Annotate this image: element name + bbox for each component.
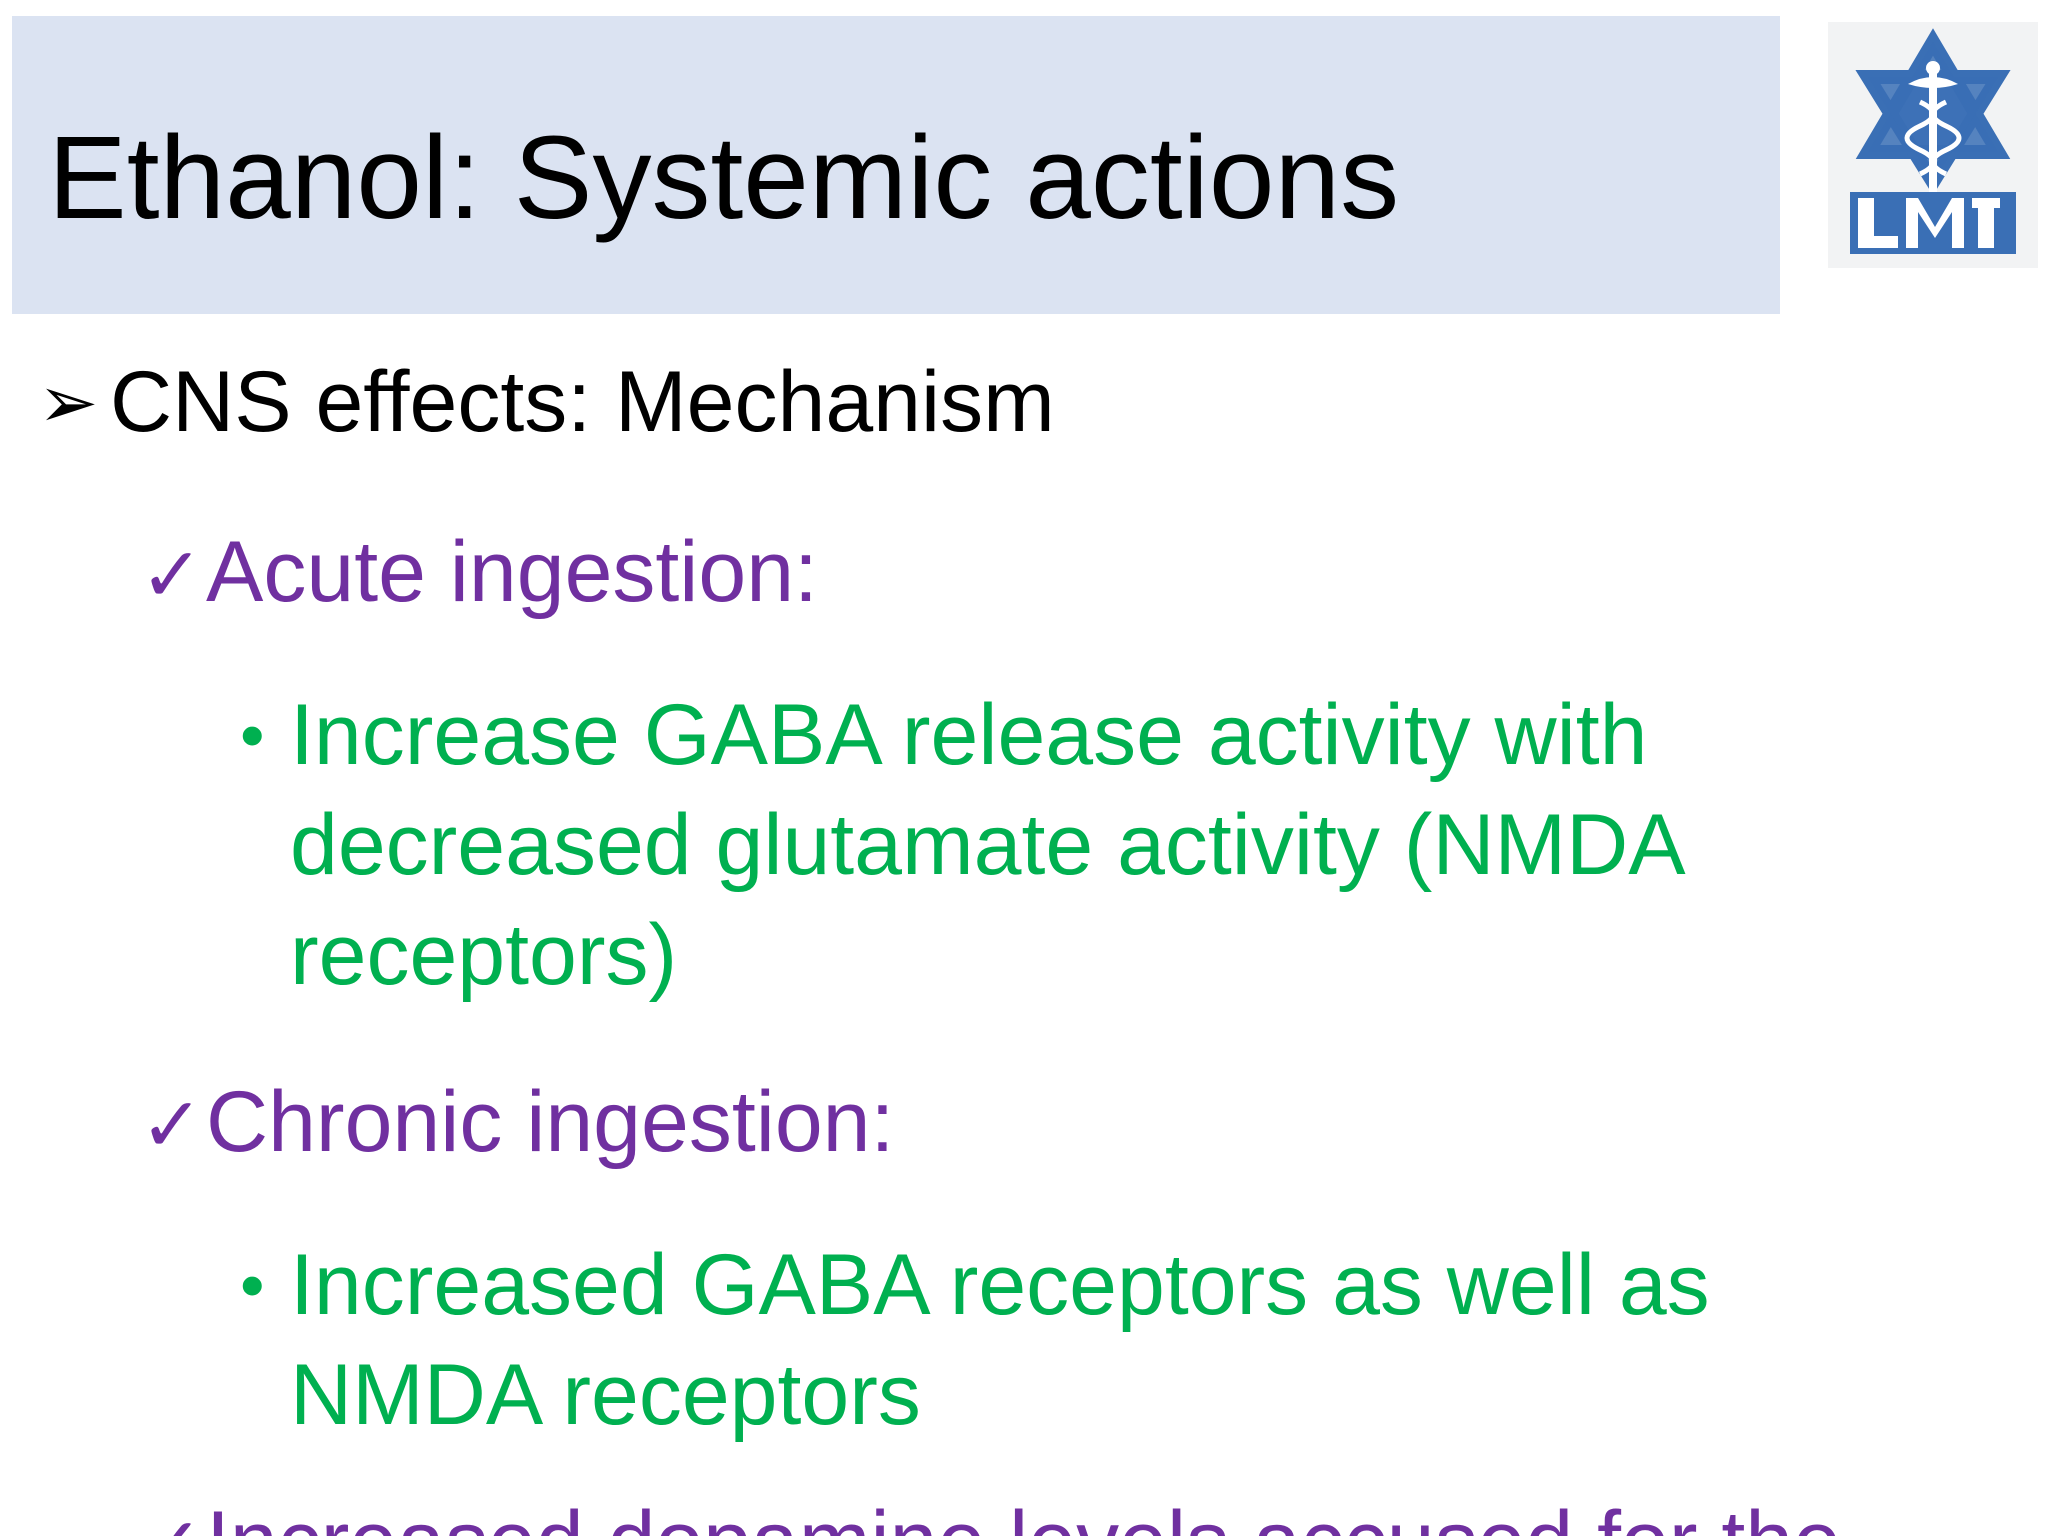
text-line: Increase GABA release activity with [290, 687, 1648, 783]
title-band: Ethanol: Systemic actions [12, 16, 1780, 314]
cut-off-bullet: ✓Increased dopamine levels accused for t… [140, 1492, 1841, 1536]
institution-logo [1828, 22, 2038, 268]
chronic-point-text: Increased GABA receptors as well as NMDA… [290, 1230, 1840, 1450]
text-line: decreased glutamate activity (NMDA [290, 797, 1686, 893]
slide-title: Ethanol: Systemic actions [48, 112, 1400, 244]
section-acute-label: ✓Acute ingestion: [140, 522, 818, 626]
bullet-dot-icon: • [240, 696, 265, 774]
section-chronic-label: ✓Chronic ingestion: [140, 1072, 894, 1176]
acute-point-text: Increase GABA release activity with decr… [290, 680, 1840, 1010]
cut-off-text: Increased dopamine levels accused for th… [206, 1494, 1841, 1536]
text-line: Increased GABA receptors as well as [290, 1237, 1710, 1333]
bullet-dot-icon: • [240, 1246, 265, 1324]
section-label-text: Acute ingestion: [206, 524, 818, 620]
checkmark-icon: ✓ [140, 1083, 204, 1168]
checkmark-icon: ✓ [140, 1496, 206, 1536]
arrow-bullet-icon: ➢ [38, 363, 99, 443]
text-line: receptors) [290, 907, 678, 1003]
checkmark-icon: ✓ [140, 533, 204, 618]
heading-bullet: ➢CNS effects: Mechanism [38, 352, 1055, 453]
text-line: NMDA receptors [290, 1347, 921, 1443]
chronic-point: • Increased GABA receptors as well as NM… [240, 1230, 1840, 1450]
section-label-text: Chronic ingestion: [206, 1074, 895, 1170]
acute-point: • Increase GABA release activity with de… [240, 680, 1840, 1010]
heading-bullet-text: CNS effects: Mechanism [110, 354, 1055, 450]
star-caduceus-logo-icon [1828, 22, 2038, 268]
